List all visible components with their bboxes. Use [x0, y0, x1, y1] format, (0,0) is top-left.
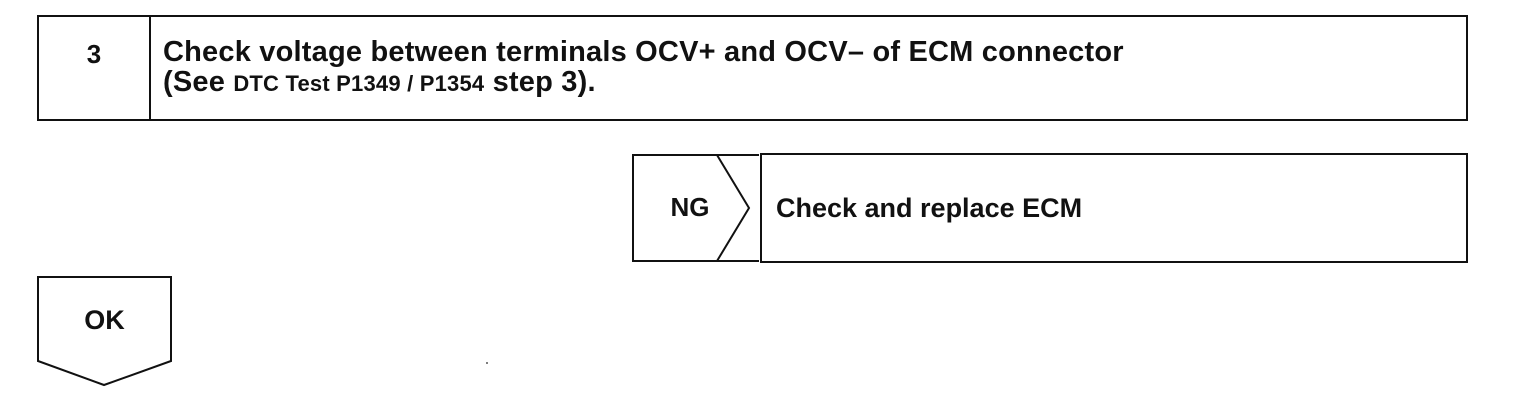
reference-prefix: (See: [163, 66, 234, 98]
step-box: 3 Check voltage between terminals OCV+ a…: [37, 15, 1468, 121]
ok-arrow-shape: [37, 276, 172, 387]
ng-action-box: Check and replace ECM: [760, 153, 1468, 263]
reference-link: DTC Test P1349 / P1354: [233, 71, 485, 96]
reference-suffix: step 3).: [484, 66, 596, 98]
ng-label: NG: [670, 192, 710, 222]
scan-speck: [486, 362, 488, 364]
ng-action-text: Check and replace ECM: [776, 192, 1083, 223]
ng-arrow-shape: [632, 154, 759, 262]
step-number: 3: [39, 17, 151, 119]
step-reference: (See DTC Test P1349 / P1354 step 3).: [163, 67, 1124, 99]
step-title: Check voltage between terminals OCV+ and…: [163, 36, 1124, 68]
ok-label: OK: [84, 305, 125, 335]
step-description: Check voltage between terminals OCV+ and…: [151, 17, 1124, 119]
